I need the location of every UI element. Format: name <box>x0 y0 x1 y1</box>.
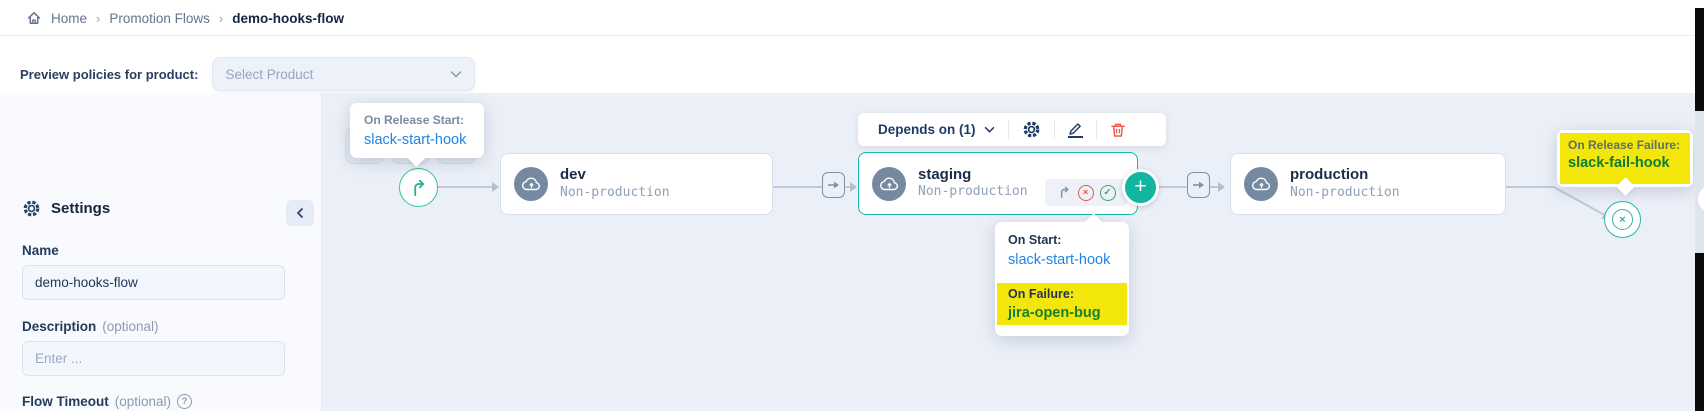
screen-edge-artifact <box>1695 111 1704 253</box>
node-title: production <box>1290 166 1369 184</box>
chevron-down-icon <box>984 126 994 133</box>
environment-cloud-icon <box>872 166 906 201</box>
edge-staging-connector <box>1157 186 1187 188</box>
node-text: dev Non-production <box>560 166 670 202</box>
name-label: Name <box>22 243 59 258</box>
gear-icon <box>23 200 40 217</box>
product-select[interactable]: Select Product <box>212 57 476 91</box>
node-settings-button[interactable] <box>1022 120 1041 139</box>
flow-start-node[interactable] <box>399 168 438 207</box>
slack-start-hook-link[interactable]: slack-start-hook <box>364 132 467 148</box>
chevron-left-icon <box>296 207 304 219</box>
divider <box>1007 120 1009 139</box>
edge-settings-button[interactable] <box>1187 172 1210 198</box>
edge-connector-production <box>1210 186 1219 188</box>
divider <box>1095 120 1097 139</box>
release-start-label: On Release Start: <box>364 113 465 127</box>
chevron-down-icon <box>450 70 462 78</box>
turn-right-arrow-icon <box>413 179 424 196</box>
node-dev[interactable]: dev Non-production <box>500 153 773 215</box>
release-failure-label: On Release Failure: <box>1568 138 1681 152</box>
delete-node-button[interactable] <box>1110 122 1126 138</box>
failure-hook-icon[interactable]: × <box>1077 184 1094 201</box>
node-title: dev <box>560 166 586 184</box>
arrowhead <box>850 182 857 192</box>
node-production[interactable]: production Non-production <box>1230 153 1506 215</box>
divider <box>1053 120 1055 139</box>
pencil-icon <box>1068 122 1081 135</box>
node-text: production Non-production <box>1290 166 1400 202</box>
edge-settings-button[interactable] <box>822 172 845 198</box>
home-icon <box>27 12 41 24</box>
jira-open-bug-link[interactable]: jira-open-bug <box>997 305 1127 325</box>
spacer <box>995 270 1129 283</box>
edge-start-dev <box>437 186 494 188</box>
environment-cloud-icon <box>1244 167 1278 201</box>
node-subtitle: Non-production <box>918 184 1028 200</box>
circle-x-icon: × <box>1612 209 1633 230</box>
add-environment-button[interactable]: + <box>1122 169 1159 206</box>
trash-icon <box>1110 123 1125 137</box>
staging-node-toolbar: Depends on (1) <box>858 113 1166 146</box>
breadcrumb-current: demo-hooks-flow <box>232 10 344 26</box>
arrowhead <box>492 182 499 192</box>
breadcrumb-separator: › <box>218 10 224 26</box>
help-icon[interactable]: ? <box>177 394 193 409</box>
on-failure-label: On Failure: <box>997 283 1127 305</box>
arrow-right-icon <box>1193 181 1204 189</box>
edge-connector-staging <box>845 186 851 188</box>
description-input[interactable] <box>22 341 285 376</box>
node-text: staging Non-production <box>918 166 1028 202</box>
staging-hooks-tooltip: On Start: slack-start-hook On Failure: j… <box>995 213 1129 336</box>
settings-sidebar: Settings Name Description (optional) Flo… <box>0 93 322 411</box>
depends-on-dropdown[interactable]: Depends on (1) <box>878 122 995 137</box>
description-label: Description (optional) <box>22 319 159 334</box>
node-subtitle: Non-production <box>560 184 670 200</box>
screen-edge-artifact <box>1695 8 1704 111</box>
hook-arrow-icon[interactable] <box>1057 185 1072 200</box>
preview-policies-label: Preview policies for product: <box>20 66 199 82</box>
breadcrumb-promotion-flows[interactable]: Promotion Flows <box>109 10 210 26</box>
arrow-right-icon <box>828 181 839 189</box>
gear-icon <box>1023 121 1039 138</box>
name-input[interactable] <box>22 265 285 300</box>
staging-hooks-chip: × ✓ <box>1045 179 1127 206</box>
sidebar-collapse-button[interactable] <box>286 200 314 226</box>
pencil-underline <box>1067 135 1083 138</box>
node-title: staging <box>918 165 972 183</box>
release-start-tooltip: On Release Start: slack-start-hook <box>350 103 484 167</box>
preview-policies-row: Preview policies for product: Select Pro… <box>20 54 476 94</box>
edge-production-end <box>1506 186 1555 188</box>
edit-node-button[interactable] <box>1067 122 1083 138</box>
slack-start-hook-link[interactable]: slack-start-hook <box>1008 252 1111 268</box>
arrowhead <box>1218 182 1225 192</box>
highlighted-content: On Release Failure: slack-fail-hook <box>1560 133 1690 184</box>
screen-edge-artifact <box>1695 253 1704 411</box>
edge-dev-connector <box>773 186 822 188</box>
on-start-label: On Start: <box>1008 233 1062 247</box>
node-subtitle: Non-production <box>1290 184 1400 200</box>
breadcrumb: Home › Promotion Flows › demo-hooks-flow <box>26 0 344 36</box>
release-failure-tooltip: On Release Failure: slack-fail-hook <box>1557 130 1693 196</box>
cut-off-node-sliver <box>1698 185 1704 213</box>
node-staging[interactable]: staging Non-production × ✓ <box>858 152 1138 215</box>
product-select-placeholder: Select Product <box>225 66 314 82</box>
top-bar: Home › Promotion Flows › demo-hooks-flow <box>0 0 1704 36</box>
flow-timeout-label: Flow Timeout (optional) ? <box>22 394 193 409</box>
flow-end-node[interactable]: × <box>1604 201 1641 238</box>
settings-header: Settings <box>22 199 110 218</box>
breadcrumb-home[interactable]: Home <box>51 10 88 26</box>
slack-fail-hook-link[interactable]: slack-fail-hook <box>1568 155 1670 171</box>
success-hook-icon[interactable]: ✓ <box>1099 184 1116 201</box>
settings-title: Settings <box>51 200 111 217</box>
environment-cloud-icon <box>514 167 548 201</box>
breadcrumb-separator: › <box>96 10 101 26</box>
